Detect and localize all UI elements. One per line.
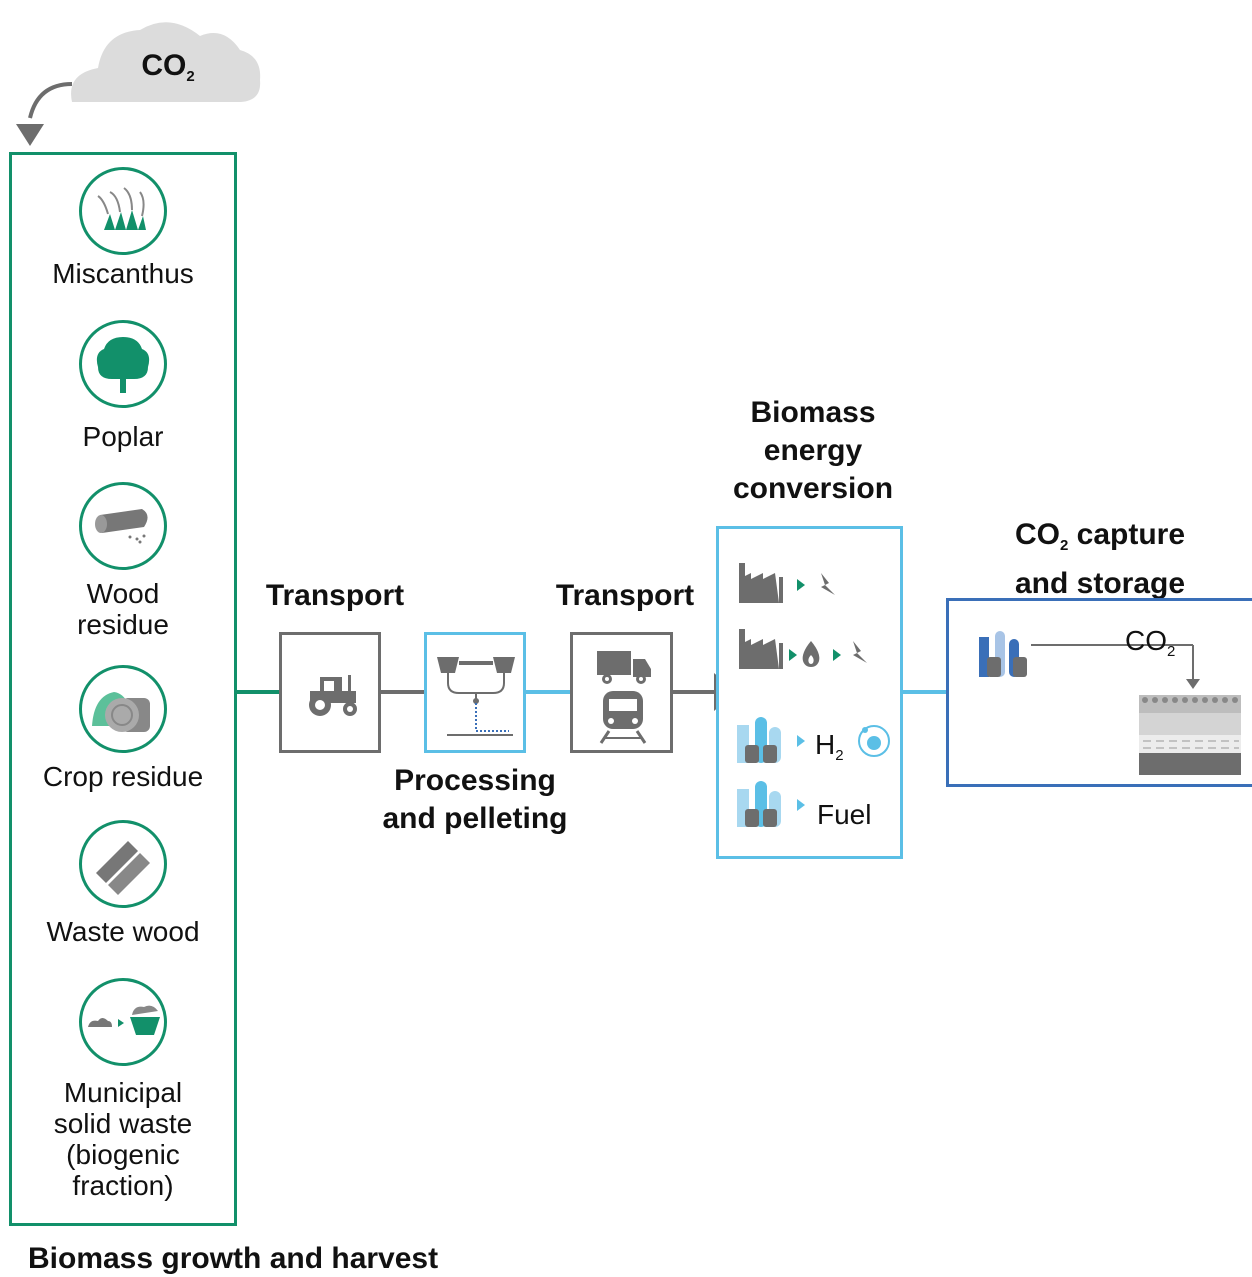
hay-bale-icon [79,665,167,753]
refinery-hydrogen-icon [737,717,890,763]
storage-co2-label: CO2 [1125,625,1176,660]
wood-planks-icon [79,820,167,908]
crop-residue-label: Crop residue [42,761,204,792]
waste-wood-label: Waste wood [46,916,200,947]
tractor-icon [309,675,357,716]
cloud-co2-label: CO2 [141,49,195,85]
refinery-fuel-icon [737,781,805,827]
waste-bin-icon [79,978,167,1066]
biomass-column-title: Biomass growth and harvest [28,1242,439,1275]
transport-1-box [279,632,381,753]
pellet-mill-icon [437,657,515,736]
truck-and-train-icon [597,651,651,744]
miscanthus-label: Miscanthus [52,258,194,289]
geological-storage-icon [979,631,1241,775]
transport-1-title: Transport [265,579,405,612]
poplar-label: Poplar [82,421,164,452]
miscanthus-grass-icon [79,167,167,255]
co2-cloud-icon [16,22,261,146]
factory-electricity-icon [739,563,835,603]
processing-box [424,632,526,753]
transport-2-box [570,632,673,753]
tree-icon [79,320,167,408]
hydrogen-label: H2 [815,729,844,764]
factory-gas-electricity-icon [739,629,867,669]
conversion-box: H2 Fuel [716,526,903,859]
storage-title: CO2 capture and storage [1014,518,1186,600]
fuel-label: Fuel [817,799,872,830]
log-icon [79,482,167,570]
transport-2-title: Transport [555,579,695,612]
storage-box: CO2 [946,598,1252,787]
